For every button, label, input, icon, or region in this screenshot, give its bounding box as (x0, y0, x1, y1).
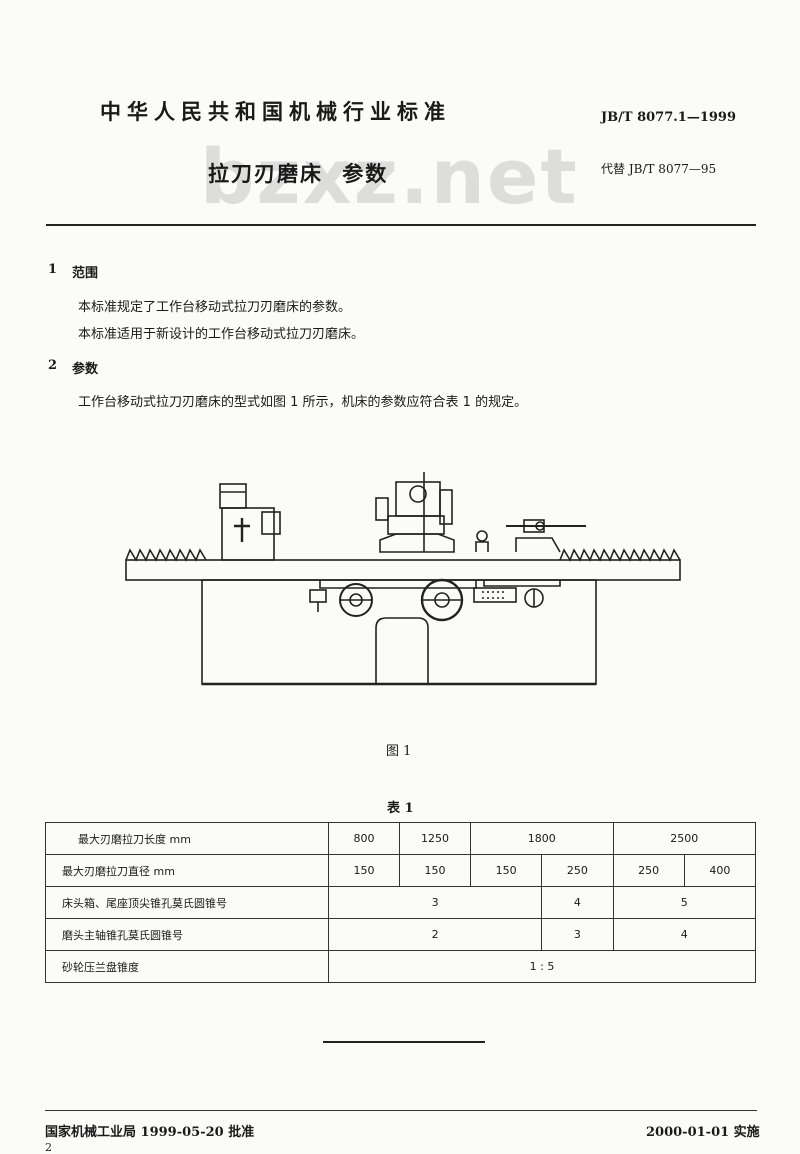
approval-line: 国家机械工业局 1999-05-20 批准 (45, 1125, 255, 1140)
row-label: 最大刃磨拉刀长度 mm (45, 822, 329, 855)
table-cell: 250 (541, 854, 614, 887)
page-number: 2 (45, 1141, 52, 1154)
table-row: 床头箱、尾座顶尖锥孔莫氏圆锥号 3 4 5 (45, 886, 756, 919)
standard-number: JB/T 8077.1—1999 (601, 110, 737, 125)
table-row: 砂轮压兰盘锥度 1 : 5 (45, 950, 756, 983)
table-cell: 3 (541, 918, 614, 951)
issuing-organization: 中华人民共和国机械行业标准 (100, 100, 451, 124)
table-cell: 1 : 5 (328, 950, 756, 983)
table-row: 最大刃磨拉刀长度 mm 800 1250 1800 2500 (45, 822, 756, 855)
section-1-number: 1 (48, 262, 58, 277)
section-1-paragraph-2: 本标准适用于新设计的工作台移动式拉刀刃磨床。 (78, 327, 365, 342)
section-2-paragraph-1: 工作台移动式拉刀刃磨床的型式如图 1 所示，机床的参数应符合表 1 的规定。 (78, 395, 528, 410)
table-cell: 400 (683, 854, 757, 887)
section-1-paragraph-1: 本标准规定了工作台移动式拉刀刃磨床的参数。 (78, 300, 352, 315)
table-row: 磨头主轴锥孔莫氏圆锥号 2 3 4 (45, 918, 756, 951)
table-cell: 5 (612, 886, 756, 919)
section-1-title: 范围 (72, 266, 99, 281)
table-cell: 4 (541, 886, 614, 919)
row-label: 砂轮压兰盘锥度 (45, 950, 329, 983)
table-cell: 150 (328, 854, 400, 887)
parameters-table: 最大刃磨拉刀长度 mm 800 1250 1800 2500 最大刃磨拉刀直径 … (45, 822, 757, 983)
row-label: 磨头主轴锥孔莫氏圆锥号 (45, 918, 329, 951)
table-cell: 250 (612, 854, 685, 887)
table-cell: 2500 (612, 822, 756, 855)
section-2-title: 参数 (72, 362, 99, 377)
row-label: 床头箱、尾座顶尖锥孔莫氏圆锥号 (45, 886, 329, 919)
table-cell: 150 (399, 854, 471, 887)
machine-drawing (125, 472, 681, 686)
section-2-number: 2 (48, 358, 58, 373)
table-cell: 3 (327, 886, 543, 919)
end-rule (323, 1041, 485, 1043)
table-cell: 4 (612, 918, 756, 951)
table-cell: 150 (469, 854, 543, 887)
table-row: 最大刃磨拉刀直径 mm 150 150 150 250 250 400 (45, 854, 757, 887)
document-title: 拉刀刃磨床 参数 (208, 162, 389, 186)
header-rule (46, 224, 756, 226)
replaces-standard: 代替 JB/T 8077—95 (601, 162, 717, 176)
table-cell: 1800 (470, 822, 614, 855)
table-cell: 2 (327, 918, 543, 951)
figure-caption: 图 1 (386, 744, 412, 759)
row-label: 最大刃磨拉刀直径 mm (45, 854, 329, 887)
footer-rule (45, 1110, 757, 1111)
table-caption: 表 1 (387, 801, 414, 816)
watermark: bzxz.net (200, 132, 579, 221)
table-cell: 800 (328, 822, 400, 855)
table-cell: 1250 (399, 822, 471, 855)
implementation-date: 2000-01-01 实施 (646, 1125, 760, 1140)
